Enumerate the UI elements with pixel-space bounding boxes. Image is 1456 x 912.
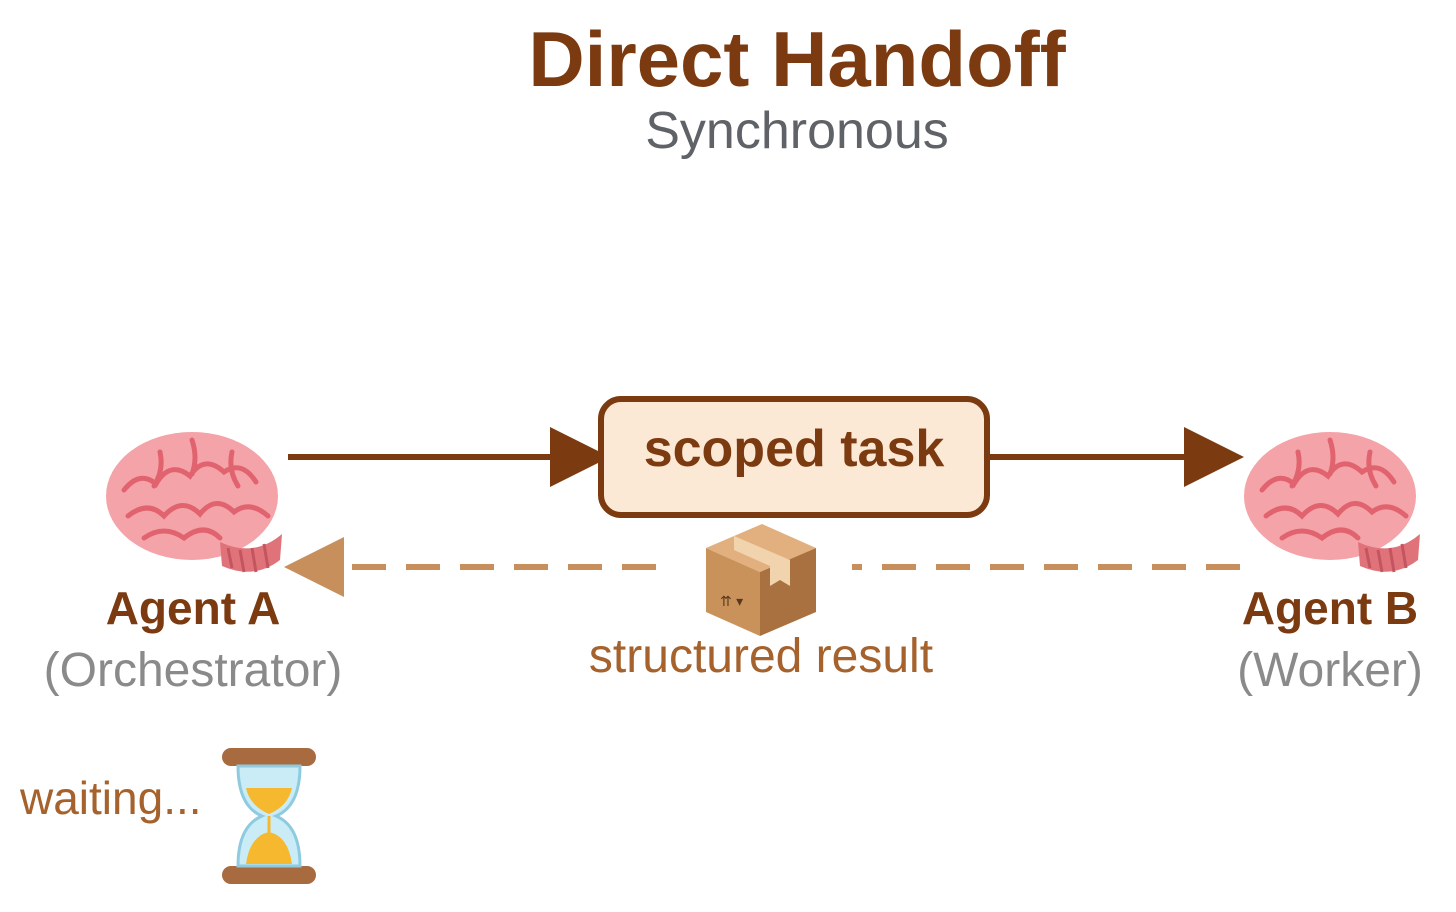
agent-a-name: Agent A xyxy=(106,582,281,634)
structured-result-label: structured result xyxy=(589,630,933,683)
brain-icon xyxy=(1244,432,1420,573)
scoped-task-label: scoped task xyxy=(644,420,945,478)
brain-icon xyxy=(106,432,282,573)
waiting-label: waiting... xyxy=(19,772,202,824)
diagram-subtitle: Synchronous xyxy=(645,102,949,160)
package-icon: ⇈ ▾ xyxy=(706,524,816,636)
hourglass-icon xyxy=(222,748,316,884)
agent-a-role: (Orchestrator) xyxy=(44,644,343,697)
svg-text:⇈ ▾: ⇈ ▾ xyxy=(720,594,743,610)
agent-b-role: (Worker) xyxy=(1237,644,1423,697)
scoped-task-box: scoped task xyxy=(598,396,990,518)
diagram-title: Direct Handoff xyxy=(528,15,1066,103)
agent-b-name: Agent B xyxy=(1242,582,1418,634)
